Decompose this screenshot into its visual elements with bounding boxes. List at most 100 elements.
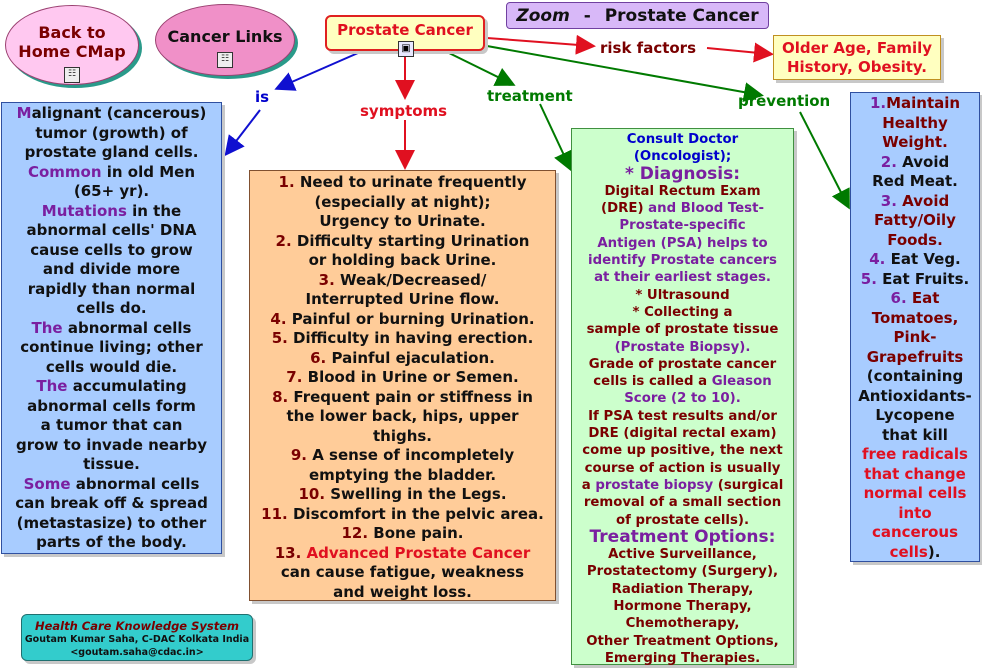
symptom-line: emptying the bladder. — [308, 465, 497, 484]
symptom-line: 4. Painful or burning Urination. — [270, 309, 535, 328]
is-line: (metastasize) to other — [16, 513, 207, 532]
symptom-line: and weight loss. — [333, 582, 472, 601]
prevention-line: into — [898, 503, 932, 522]
zoom-title: Prostate Cancer — [604, 6, 759, 26]
prevention-line: that change — [864, 464, 966, 483]
is-line: cause cells to grow — [30, 240, 193, 259]
treatment-line: Hormone Therapy, — [613, 599, 752, 615]
prevention-line: 2. Avoid — [880, 152, 950, 171]
symptom-line: 13. Advanced Prostate Cancer — [274, 543, 531, 562]
prevention-line: Healthy — [882, 113, 948, 132]
treatment-line: Digital Rectum Exam — [604, 183, 761, 199]
is-line: continue living; other — [20, 338, 203, 356]
is-line: abnormal cells form — [27, 396, 196, 415]
back-line1: Back to — [38, 23, 106, 42]
is-line: Mutations in the — [41, 201, 182, 220]
symptom-line: or holding back Urine. — [308, 251, 497, 269]
prevention-line: 3. Avoid — [880, 191, 950, 210]
treatment-line: (DRE) and Blood Test- — [601, 201, 764, 217]
prevention-line: (containing — [866, 367, 964, 385]
is-line: tumor (growth) of — [35, 123, 188, 142]
symptom-line: 11. Discomfort in the pelvic area. — [261, 504, 544, 523]
link-treatment: treatment — [487, 87, 573, 105]
treatment-line: of prostate cells). — [615, 512, 750, 528]
is-line: The accumulating — [36, 377, 187, 395]
treatment-box: Consult Doctor (Oncologist); * Diagnosis… — [571, 128, 794, 666]
definition-box: Malignant (cancerous) tumor (growth) of … — [1, 102, 222, 554]
prevention-line: that kill — [882, 425, 948, 444]
symptom-line: 1. Need to urinate frequently — [278, 173, 527, 191]
symptom-line: 9. A sense of incompletely — [290, 446, 515, 464]
treatment-line: cells is called a Gleason — [593, 374, 772, 390]
is-line: tissue. — [83, 455, 140, 473]
prevention-line: Lycopene — [875, 406, 955, 424]
footer-credit: Health Care Knowledge System Goutam Kuma… — [21, 614, 253, 661]
is-line: (65+ yr). — [73, 182, 150, 200]
treatment-line: (Oncologist); — [633, 149, 732, 165]
risk-factors-box: Older Age, Family History, Obesity. — [773, 35, 941, 80]
concept-map-icon[interactable]: ☷ — [64, 67, 80, 83]
prevention-line: 6. Eat — [890, 289, 940, 307]
prevention-line: 1.Maintain — [869, 94, 961, 112]
treatment-heading: * Diagnosis: — [624, 163, 741, 184]
is-line: Common in old Men — [27, 162, 195, 181]
arrow-to-treatment-label — [446, 51, 516, 86]
is-line: parts of the body. — [36, 533, 187, 551]
treatment-line: at their earliest stages. — [594, 270, 771, 286]
treatment-line: identify Prostate cancers — [588, 253, 777, 269]
is-line: and divide more — [42, 260, 181, 278]
symptom-line: Interrupted Urine flow. — [305, 290, 500, 308]
symptoms-box: 1. Need to urinate frequently (especiall… — [249, 170, 556, 601]
cancer-links-button[interactable]: Cancer Links ☷ — [155, 4, 295, 76]
is-line: Malignant (cancerous) — [16, 104, 207, 122]
treatment-line: (Prostate Biopsy). — [614, 339, 751, 355]
is-line: The abnormal cells — [31, 318, 192, 337]
footer-author: Goutam Kumar Saha, C-DAC Kolkata India — [24, 634, 250, 645]
treatment-line: removal of a small section — [583, 495, 782, 511]
zoom-dash: - — [583, 6, 591, 26]
back-home-cmap-button[interactable]: Back to Home CMap ☷ — [5, 5, 139, 85]
risk-line1: Older Age, Family — [781, 39, 933, 57]
treatment-line: Emerging Therapies. — [604, 650, 761, 666]
symptom-line: 8. Frequent pain or stiffness in — [272, 387, 533, 406]
arrow-to-is-label — [274, 52, 359, 91]
prevention-line: normal cells — [863, 484, 967, 502]
arrow-to-prevention-box — [799, 111, 850, 210]
treatment-line: a prostate biopsy (surgical — [581, 477, 784, 493]
concept-map-icon[interactable]: ☷ — [217, 52, 233, 68]
treatment-line: Chemotherapy, — [625, 616, 740, 632]
arrow-to-risk-box — [706, 42, 774, 63]
back-line2: Home CMap — [18, 42, 126, 61]
cancer-links-label: Cancer Links — [167, 27, 283, 46]
link-prevention: prevention — [738, 92, 831, 110]
is-line: prostate gland cells. — [24, 143, 199, 161]
arrow-to-risk-label — [486, 34, 596, 55]
is-line: abnormal cells' DNA — [26, 221, 197, 239]
treatment-line: DRE (digital rectal exam) — [588, 426, 777, 442]
is-line: cells would die. — [45, 357, 178, 376]
symptom-line: 12. Bone pain. — [341, 524, 464, 542]
symptom-line: 3. Weak/Decreased/ — [318, 270, 487, 289]
image-icon[interactable]: ▣ — [398, 41, 414, 57]
prevention-line: Grapefruits — [866, 347, 964, 366]
arrow-to-treatment-box — [539, 103, 573, 172]
treatment-line: * Ultrasound — [635, 287, 730, 303]
treatment-line: Antigen (PSA) helps to — [597, 235, 768, 251]
treatment-line: Prostate-specific — [619, 218, 746, 234]
is-line: rapidly than normal — [27, 279, 196, 298]
arrow-to-is-box — [224, 109, 261, 157]
link-is: is — [255, 88, 270, 106]
prevention-line: 4. Eat Veg. — [869, 250, 961, 268]
symptom-line: Urgency to Urinate. — [319, 212, 486, 230]
symptom-line: 5. Difficulty in having erection. — [271, 329, 534, 347]
treatment-line: Prostatectomy (Surgery), — [586, 564, 779, 580]
symptom-line: can cause fatigue, weakness — [280, 563, 525, 581]
prevention-line: cells). — [889, 542, 941, 561]
is-line: grow to invade nearby — [16, 435, 207, 454]
prevention-line: Tomatoes, — [871, 308, 959, 327]
symptom-line: thighs. — [372, 426, 433, 445]
treatment-line: sample of prostate tissue — [586, 322, 779, 338]
symptom-line: 7. Blood in Urine or Semen. — [286, 368, 519, 386]
treatment-line: If PSA test results and/or — [588, 408, 777, 424]
